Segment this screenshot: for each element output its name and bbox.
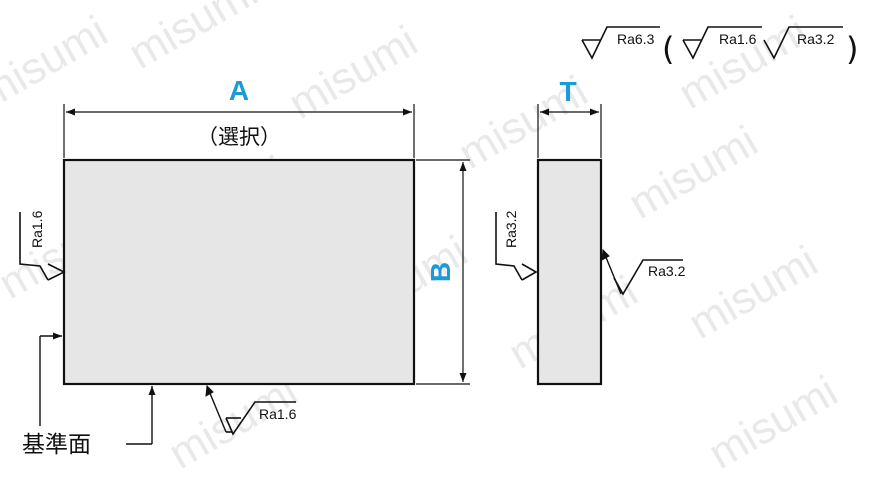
finish-symbol-sub2 (763, 26, 843, 60)
watermark-text: misumi (701, 367, 846, 479)
paren-open: ( (662, 30, 674, 68)
plate-front-view (62, 158, 416, 386)
finish-value-sub1: Ra1.6 (719, 31, 757, 47)
datum-reference: 基準面 (22, 332, 156, 458)
dimension-t: T (537, 76, 602, 158)
watermark-text: misumi (621, 117, 766, 229)
dimension-a-note: （選択） (197, 125, 281, 149)
dimension-t-label: T (559, 76, 576, 107)
plate-side-view (536, 158, 603, 386)
finish-value-plate-left: Ra1.6 (29, 210, 45, 248)
finish-plate-left: Ra1.6 (19, 210, 66, 281)
dimension-b: B (416, 159, 470, 385)
finish-plate-bottom: Ra1.6 (205, 384, 297, 436)
finish-side-left: Ra3.2 (495, 210, 538, 281)
finish-value-main: Ra6.3 (617, 31, 655, 47)
dimension-b-label: B (425, 262, 456, 282)
watermark-text: misumi (681, 237, 826, 349)
finish-value-side-left: Ra3.2 (503, 210, 519, 248)
datum-label: 基準面 (22, 432, 91, 458)
finish-value-plate-bottom: Ra1.6 (259, 406, 297, 422)
watermark-text: misumi (0, 7, 116, 119)
watermark-text: misumi (121, 0, 266, 79)
watermark-text: misumi (671, 7, 816, 119)
finish-value-side-right: Ra3.2 (648, 263, 686, 279)
paren-close: ) (846, 30, 858, 68)
finish-value-sub2: Ra3.2 (797, 31, 835, 47)
finish-symbol-sub1 (682, 26, 762, 60)
finish-side-right: Ra3.2 (601, 248, 686, 296)
finish-symbol-main (581, 26, 660, 60)
dimension-a-label: A (229, 75, 249, 106)
dimension-a: A （選択） (63, 75, 415, 158)
header-finish-symbols: Ra6.3 ( Ra1.6 Ra3.2 ) (581, 26, 858, 68)
